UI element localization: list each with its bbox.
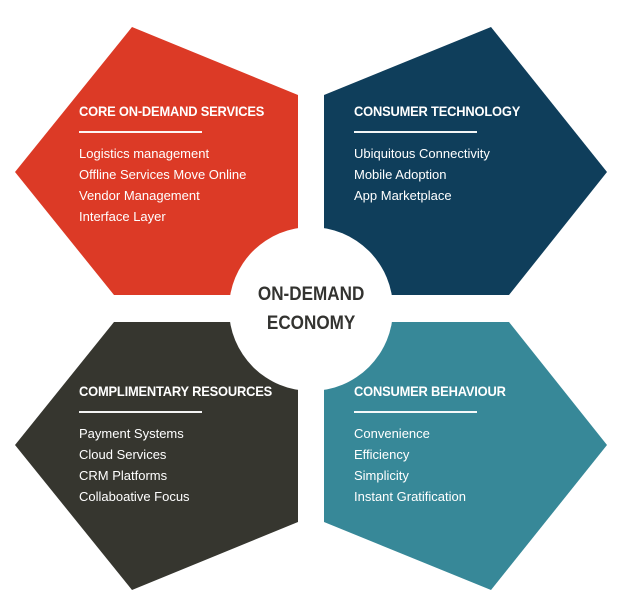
list-item: Efficiency: [354, 447, 410, 462]
title-divider: [79, 411, 202, 413]
list-item: Logistics management: [79, 146, 210, 161]
consumer-behaviour-title: CONSUMER BEHAVIOUR: [354, 383, 506, 399]
list-item: Simplicity: [354, 468, 409, 483]
list-item: Vendor Management: [79, 188, 200, 203]
complimentary-resources-shape: [15, 322, 298, 590]
center-title-line1: ON-DEMAND: [257, 284, 365, 305]
list-item: CRM Platforms: [79, 468, 168, 483]
title-divider: [354, 131, 477, 133]
list-item: App Marketplace: [354, 188, 452, 203]
core-services-panel: CORE ON-DEMAND SERVICES Logistics manage…: [79, 103, 280, 227]
list-item: Convenience: [354, 426, 430, 441]
complimentary-resources-panel: COMPLIMENTARY RESOURCES Payment Systems …: [79, 383, 289, 507]
list-item: Instant Gratification: [354, 489, 466, 504]
core-services-shape: [15, 27, 298, 295]
consumer-technology-panel: CONSUMER TECHNOLOGY Ubiquitous Connectiv…: [354, 103, 535, 206]
consumer-technology-title: CONSUMER TECHNOLOGY: [354, 103, 521, 119]
title-divider: [79, 131, 202, 133]
consumer-behaviour-panel: CONSUMER BEHAVIOUR Convenience Efficienc…: [354, 383, 519, 507]
center-circle: ON-DEMAND ECONOMY: [229, 227, 393, 391]
center-title-line2: ECONOMY: [266, 313, 356, 334]
title-divider: [354, 411, 477, 413]
list-item: Offline Services Move Online: [79, 167, 247, 182]
core-services-title: CORE ON-DEMAND SERVICES: [79, 103, 265, 119]
list-item: Interface Layer: [79, 209, 166, 224]
list-item: Ubiquitous Connectivity: [354, 146, 490, 161]
list-item: Mobile Adoption: [354, 167, 447, 182]
consumer-behaviour-shape: [324, 322, 607, 590]
complimentary-resources-title: COMPLIMENTARY RESOURCES: [79, 383, 273, 399]
list-item: Cloud Services: [79, 447, 167, 462]
consumer-technology-shape: [324, 27, 607, 295]
list-item: Collaboative Focus: [79, 489, 190, 504]
list-item: Payment Systems: [79, 426, 184, 441]
